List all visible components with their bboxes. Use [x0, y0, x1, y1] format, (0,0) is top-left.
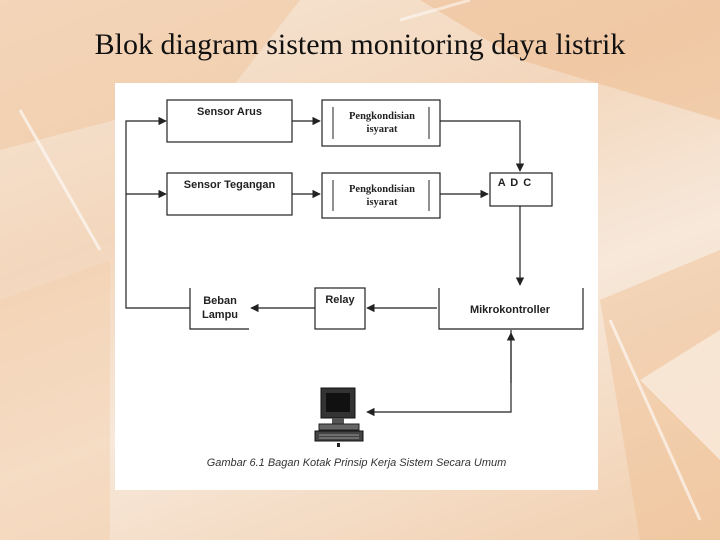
block-sensor-arus: Sensor Arus: [196, 106, 262, 119]
block-relay: Relay: [325, 294, 355, 307]
arrow-kondisi1-to-adc: [440, 120, 525, 172]
block-sensor-tegangan-outline: [166, 172, 293, 216]
block-pengkondisian-isyarat-2: Pengkondisian isyarat: [349, 183, 415, 208]
block-mikrokontroller: Mikrokontroller: [469, 304, 551, 317]
block-mikro-outline: [438, 288, 584, 330]
block-adc: A D C: [497, 177, 533, 190]
diagram-connectors: [125, 99, 584, 417]
block-beban-outline: [189, 288, 249, 330]
slide-title: Blok diagram sistem monitoring daya list…: [94, 28, 626, 61]
beban-label-line1: Beban: [203, 295, 237, 308]
block-kondisi2-outline: [321, 172, 441, 219]
block-relay-outline: [314, 287, 366, 330]
block-pengkondisian-isyarat-1: Pengkondisian isyarat: [349, 110, 415, 135]
computer-icon: [314, 387, 364, 447]
block-kondisi1-outline: [321, 99, 441, 147]
block-sensor-arus-outline: [166, 99, 293, 143]
arrow-loop-to-arus: [125, 116, 190, 309]
figure-caption: Gambar 6.1 Bagan Kotak Prinsip Kerja Sis…: [206, 457, 507, 469]
arrow-mikro-to-computer: [366, 330, 512, 417]
block-adc-outline: [489, 172, 553, 207]
beban-label-line2: Lampu: [201, 309, 239, 321]
block-sensor-tegangan: Sensor Tegangan: [183, 179, 276, 192]
block-beban-lampu: Beban Lampu: [193, 291, 247, 327]
diagram-panel: Sensor Arus Pengkondisian isyarat Sensor…: [115, 83, 598, 490]
